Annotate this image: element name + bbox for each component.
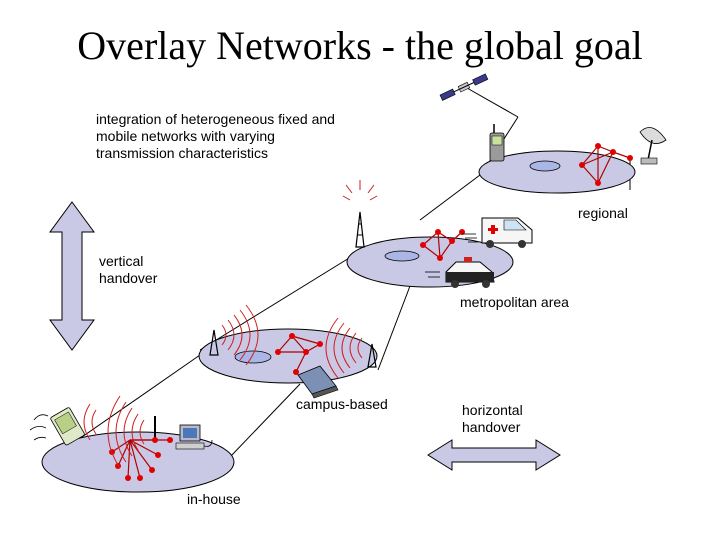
label-in-house: in-house: [187, 491, 241, 507]
desktop-computer-icon: [175, 424, 213, 450]
satellite-icon: [439, 73, 489, 101]
satellite-dish-icon: [639, 127, 667, 165]
page-title: Overlay Networks - the global goal: [77, 23, 643, 68]
label-regional: regional: [578, 205, 628, 221]
campus-antenna-right-icon: [325, 317, 377, 379]
label-campus-based: campus-based: [296, 396, 388, 412]
mobile-phone-icon: [489, 124, 505, 162]
in-house-radio-waves: [83, 395, 145, 469]
layer-connector-lines: [45, 87, 631, 463]
ambulance-icon: [462, 217, 533, 248]
hand-icon: [29, 414, 49, 441]
label-horizontal-handover: horizontal handover: [462, 402, 523, 435]
police-car-icon: [425, 257, 495, 288]
description-text: integration of heterogeneous fixed and m…: [96, 111, 335, 161]
antenna-tower-icon: [342, 180, 378, 248]
horizontal-handover-arrow: [427, 439, 561, 471]
regional-network-disc: [478, 143, 636, 194]
pda-icon: [50, 407, 85, 446]
label-metropolitan-area: metropolitan area: [460, 294, 569, 310]
vertical-handover-arrow: [49, 201, 95, 351]
laptop-icon: [297, 365, 339, 399]
label-vertical-handover: vertical handover: [99, 253, 158, 286]
campus-antenna-left-icon: [209, 304, 259, 366]
